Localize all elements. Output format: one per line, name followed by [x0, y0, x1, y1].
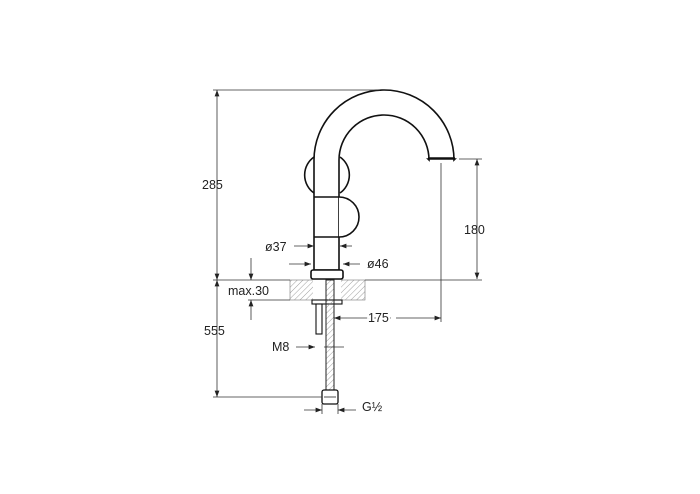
- dimension-lines: [213, 89, 482, 414]
- dim-label-m8: M8: [272, 340, 289, 354]
- faucet-body: [303, 89, 457, 280]
- dim-label-175: 175: [368, 311, 389, 325]
- base-flange: [310, 269, 344, 280]
- lever-knob: [338, 196, 360, 238]
- flexible-hose: [325, 279, 335, 391]
- dim-label-max-30: max.30: [228, 284, 269, 298]
- dim-label-d46: ø46: [367, 257, 389, 271]
- dim-label-g-half: G½: [362, 400, 383, 414]
- dim-label-d37: ø37: [265, 240, 287, 254]
- dim-label-555: 555: [204, 324, 225, 338]
- dim-label-180: 180: [464, 223, 485, 237]
- threaded-rod: [315, 303, 323, 335]
- spout: [313, 89, 457, 271]
- dim-label-285: 285: [202, 178, 223, 192]
